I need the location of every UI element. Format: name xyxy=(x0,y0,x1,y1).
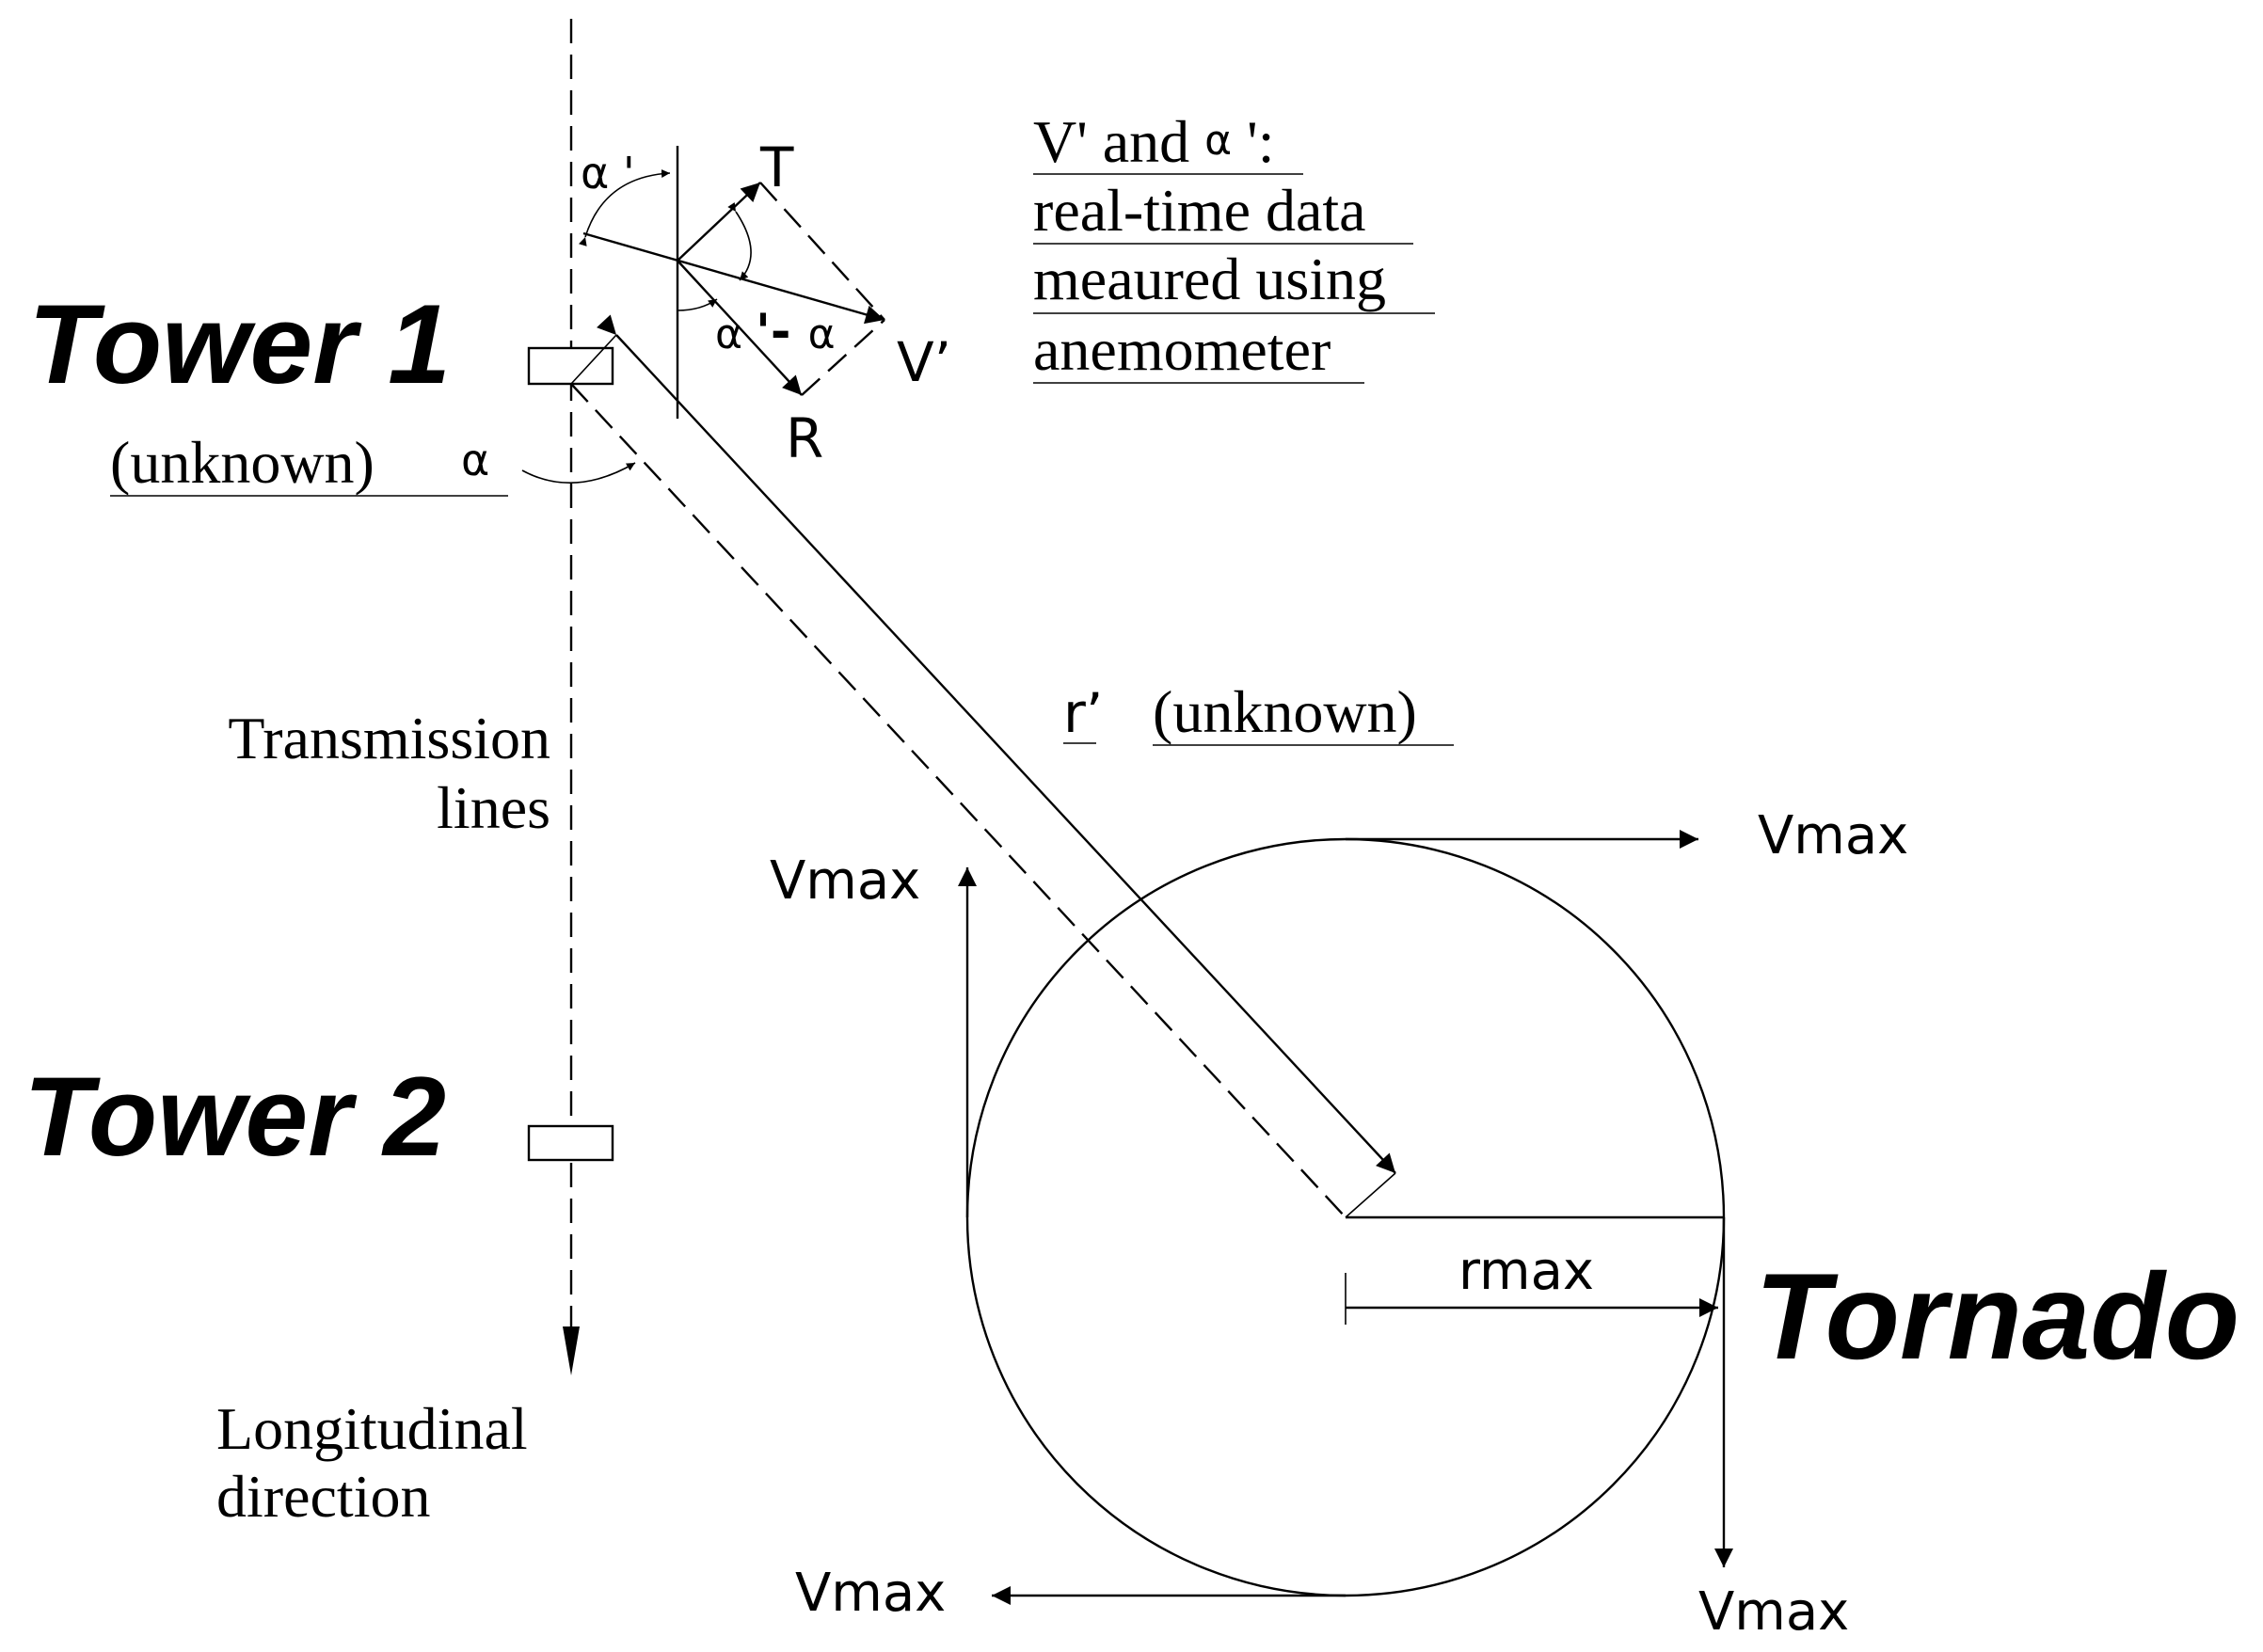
angle-alpha-prime-arc xyxy=(579,169,671,246)
angle-alpha-diff-arc-lower xyxy=(677,298,718,311)
extension-center xyxy=(1345,1172,1396,1218)
tower2-box xyxy=(527,1124,614,1162)
angle-alpha-diff-arc xyxy=(727,202,752,281)
extension-tower xyxy=(570,334,617,385)
tower1-label: Tower 1 xyxy=(28,281,451,407)
component-t xyxy=(677,182,761,262)
note-line3: meaured using xyxy=(1033,246,1386,312)
note-line4: anemometer xyxy=(1033,316,1331,383)
v-prime-label: V’ xyxy=(897,330,951,394)
longitudinal-arrow-head xyxy=(563,1326,580,1375)
alpha-prime-label: α ' xyxy=(581,148,635,199)
vmax-bottom-right-label: Vmax xyxy=(1698,1581,1849,1643)
parallelogram-r-side xyxy=(801,319,885,396)
r-prime-label: r’ xyxy=(1063,681,1103,745)
distance-line-dashed xyxy=(570,383,1347,1218)
vmax-bottom-left-label: Vmax xyxy=(795,1563,946,1624)
alpha-unknown-text: (unknown) xyxy=(110,429,375,496)
transmission-label-line2: lines xyxy=(437,774,550,841)
alpha-diff-label: α '- α xyxy=(715,304,836,360)
note-line1: V' and α ': xyxy=(1033,108,1274,175)
tower2-label: Tower 2 xyxy=(24,1054,446,1180)
alpha-label: α xyxy=(461,435,489,485)
note-line2: real-time data xyxy=(1033,177,1366,244)
angle-alpha-arc xyxy=(521,462,636,484)
vmax-left-label: Vmax xyxy=(770,850,920,912)
r-label: R xyxy=(786,406,823,470)
parallelogram-t-side xyxy=(759,182,885,321)
r-unknown-text: (unknown) xyxy=(1153,678,1417,745)
tornado-label: Tornado xyxy=(1755,1247,2239,1385)
t-label: T xyxy=(759,135,794,199)
wind-vector-v xyxy=(582,231,885,325)
longitudinal-label-line1: Longitudinal xyxy=(216,1395,528,1462)
longitudinal-label-line2: direction xyxy=(216,1463,430,1530)
rmax-label: rmax xyxy=(1458,1241,1594,1302)
distance-line-solid xyxy=(597,314,1396,1174)
vmax-top-label: Vmax xyxy=(1758,805,1908,866)
transmission-label-line1: Transmission xyxy=(228,705,550,771)
component-r xyxy=(677,260,803,396)
